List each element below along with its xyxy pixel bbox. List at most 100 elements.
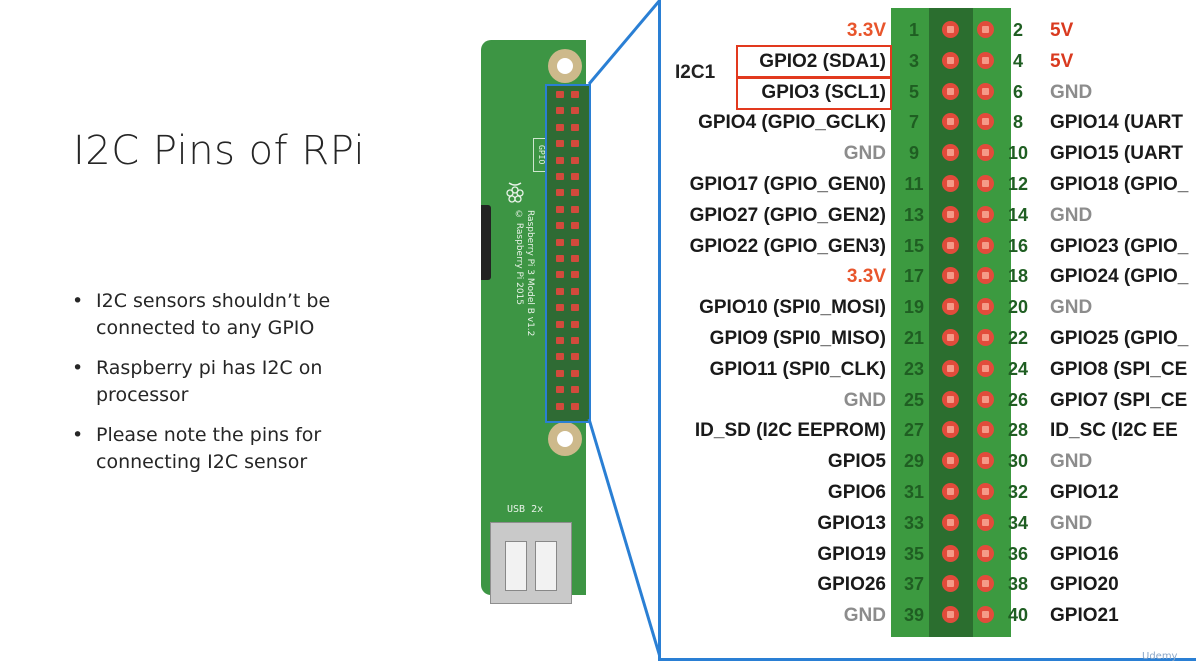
board-model-text: Raspberry Pi 3 Model B v1.2 © Raspberry …: [513, 210, 535, 336]
pin-number-left: 17: [903, 266, 925, 287]
pin-label-right: ID_SC (I2C EE: [1050, 420, 1178, 442]
header-pin: [571, 156, 579, 164]
pin-label-right: GPIO16: [1050, 543, 1119, 565]
pin-label-right: GPIO24 (GPIO_: [1050, 266, 1189, 288]
pin-dot-icon: [977, 175, 994, 192]
header-pin: [571, 369, 579, 377]
header-pin: [571, 337, 579, 344]
pin-number-right: 28: [1007, 420, 1029, 441]
header-pin: [571, 107, 579, 115]
pin-dot-icon: [977, 205, 994, 223]
header-pin: [556, 173, 564, 180]
header-pin: [556, 140, 564, 148]
pin-dot-icon: [977, 513, 994, 531]
pin-number-left: 21: [903, 328, 925, 348]
pin-label-right: GPIO8 (SPI_CE: [1050, 358, 1188, 380]
pin-dot-icon: [942, 175, 959, 192]
pin-label-left: GPIO2 (SDA1): [759, 50, 886, 72]
pin-dot-icon: [942, 51, 959, 69]
pin-label-right: 5V: [1050, 20, 1074, 41]
pin-label-right: GPIO15 (UART: [1050, 143, 1184, 165]
pin-dot-icon: [977, 606, 994, 624]
board-model-line: Raspberry Pi 3 Model B v1.2: [525, 210, 535, 337]
pin-number-left: 27: [903, 420, 925, 441]
header-pin: [571, 123, 579, 131]
pin-dot-icon: [977, 483, 994, 500]
header-pin: [571, 353, 579, 361]
pin-label-left: GPIO9 (SPI0_MISO): [709, 328, 886, 349]
pin-number-right: 18: [1007, 266, 1029, 287]
pin-number-left: 13: [903, 204, 925, 225]
pin-dot-icon: [977, 421, 994, 439]
header-pin: [571, 386, 579, 394]
pin-dot-icon: [977, 144, 994, 162]
header-pin: [571, 255, 579, 262]
pin-dot-icon: [942, 606, 959, 624]
pin-dot-icon: [942, 298, 959, 316]
pin-label-left: GPIO6: [827, 482, 886, 503]
pin-label-left: GPIO27 (GPIO_GEN2): [689, 204, 886, 226]
pin-number-right: 22: [1007, 328, 1029, 348]
pin-dot-icon: [977, 575, 994, 593]
pinout-row: GPIO13 33 34 GND: [0, 508, 1196, 539]
pin-label-left: GPIO11 (SPI0_CLK): [709, 358, 886, 380]
pin-dot-icon: [977, 298, 994, 316]
pin-number-left: 25: [903, 389, 925, 410]
pin-number-right: 32: [1007, 482, 1029, 502]
pin-number-left: 23: [903, 358, 925, 379]
raspberry-logo-icon: [506, 182, 524, 203]
pinout-row: ID_SD (I2C EEPROM) 27 28 ID_SC (I2C EE: [0, 415, 1196, 446]
pin-dot-icon: [942, 21, 959, 38]
pin-label-right: GND: [1050, 451, 1093, 473]
header-pin: [556, 337, 564, 344]
pin-label-right: GPIO18 (GPIO_: [1050, 174, 1189, 195]
pin-dot-icon: [942, 113, 959, 131]
pin-number-right: 40: [1007, 605, 1029, 626]
bullet-item: •Please note the pins for connecting I2C…: [72, 422, 392, 476]
scl-highlight-box: [736, 77, 892, 110]
bullet-dot-icon: •: [72, 357, 84, 379]
pin-label-right: GND: [1050, 512, 1093, 534]
slide-title: I2C Pins of RPi: [73, 128, 366, 174]
mounting-hole-bottom: [548, 422, 582, 456]
pin-dot-icon: [942, 144, 959, 162]
pin-dot-icon: [942, 483, 959, 500]
pin-number-right: 38: [1007, 574, 1029, 595]
bullet-item: • Raspberry pi has I2C on processor: [72, 355, 392, 409]
pin-number-left: 33: [903, 512, 925, 533]
pin-number-right: 4: [1012, 50, 1023, 71]
pin-number-left: 15: [903, 235, 925, 256]
pin-number-right: 6: [1012, 81, 1023, 102]
header-pin: [556, 189, 564, 197]
header-pin: [556, 386, 564, 394]
pin-label-right: GND: [1050, 81, 1093, 103]
pin-number-right: 20: [1007, 297, 1029, 318]
header-pin: [556, 304, 564, 312]
pin-label-left: ID_SD (I2C EEPROM): [694, 420, 886, 442]
bullet-text: Raspberry pi has I2C on processor: [96, 357, 323, 406]
pin-number-right: 34: [1007, 512, 1029, 533]
header-pin: [571, 189, 579, 197]
pin-label-left: GPIO5: [827, 451, 886, 473]
board-copyright-line: © Raspberry Pi 2015: [514, 210, 524, 306]
pin-label-right: GPIO20: [1050, 574, 1119, 596]
header-pin: [571, 91, 579, 98]
pin-label-left: GPIO13: [817, 512, 886, 534]
header-pin: [571, 287, 579, 295]
header-pin: [571, 173, 579, 180]
pin-label-right: GPIO12: [1050, 482, 1119, 503]
header-pin: [556, 205, 564, 213]
bullet-dot-icon: •: [72, 424, 84, 446]
pin-number-left: 5: [908, 81, 919, 102]
pin-dot-icon: [977, 267, 994, 285]
header-pin: [571, 402, 579, 410]
header-pin: [556, 369, 564, 377]
